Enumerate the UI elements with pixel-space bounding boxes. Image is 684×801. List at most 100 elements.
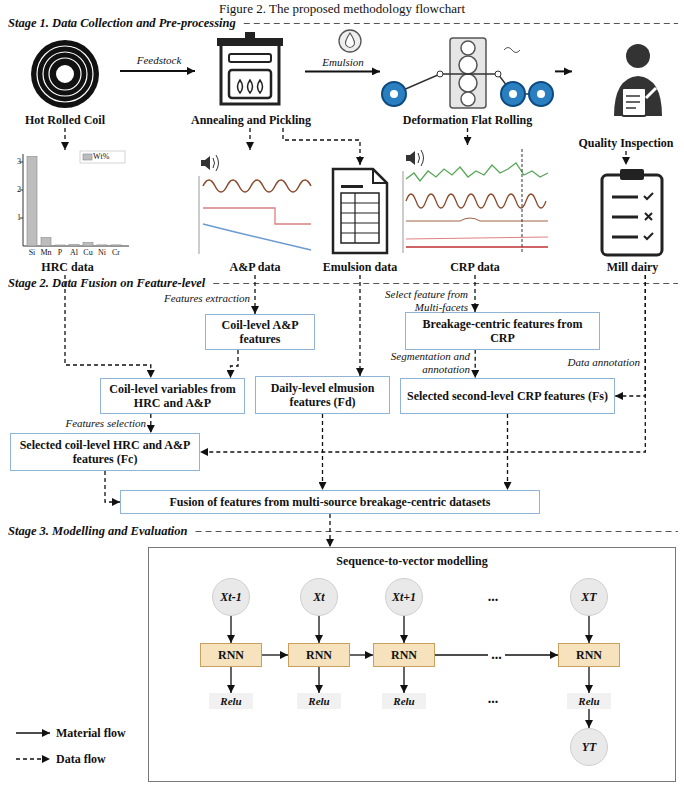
icon-stroke: [501, 82, 525, 106]
data-flow-arrow: [625, 151, 626, 165]
axis-label: 2: [11, 185, 21, 195]
icon-stroke: [614, 76, 662, 116]
icon-stroke: [55, 245, 65, 246]
edge-label: Feedstock: [124, 54, 194, 67]
stage-divider: [196, 531, 678, 532]
axis-label: Si: [25, 248, 39, 258]
node-caption: HRC data: [1, 259, 134, 275]
feature-box: Selected second-level CRP features (Fs): [400, 378, 615, 414]
data-flow-arrow: [329, 514, 330, 547]
process-icon: [400, 145, 550, 257]
stage-divider: [213, 283, 678, 284]
process-icon: [572, 36, 680, 133]
data-flow-arrow: [105, 471, 120, 502]
icon-stroke: [31, 40, 99, 108]
node-label: Relu: [220, 695, 241, 707]
material-flow-arrow: [403, 616, 404, 643]
icon-stroke: [97, 245, 107, 246]
input-circle: YT: [570, 728, 608, 766]
edge-label: Segmentation and annotation: [378, 350, 470, 375]
process-illustration: A&P data: [195, 150, 315, 275]
icon-stroke: [83, 154, 92, 160]
material-flow-arrow: [588, 616, 589, 643]
legend-sample: [16, 732, 50, 734]
icon-stroke: [41, 238, 51, 246]
ellipsis-mark: ...: [478, 692, 508, 706]
data-flow-arrow: [507, 414, 508, 490]
axis-label: Wt%: [93, 152, 109, 162]
node-label: Daily-level elmusion features (Fd): [261, 381, 384, 410]
icon-stroke: [80, 151, 125, 163]
data-flow-arrow: [283, 128, 360, 165]
icon-stroke: [461, 92, 475, 106]
icon-stroke: [111, 245, 121, 246]
icon-stroke: [341, 185, 363, 188]
icon-stroke: [461, 41, 475, 55]
icon-stroke: [203, 208, 311, 224]
process-illustration: Deformation Flat Rolling: [380, 36, 555, 128]
icon-stroke: [626, 44, 650, 68]
axis-label: Al: [67, 248, 81, 258]
edge-label: ...: [488, 649, 505, 662]
icon-stroke: [245, 32, 255, 38]
process-icon: [10, 36, 120, 110]
data-flow-arrow: [615, 275, 645, 396]
icon-stroke: [450, 38, 486, 108]
node-caption: CRP data: [396, 259, 554, 275]
material-flow-arrow: [555, 70, 572, 72]
process-illustration: Quality Inspection: [572, 36, 680, 151]
icon-stroke: [406, 218, 548, 221]
icon-stroke: [333, 169, 387, 253]
data-flow-arrow: [200, 275, 645, 452]
process-icon: [325, 165, 395, 257]
figure-title: Figure 2. The proposed methodology flowc…: [0, 1, 684, 17]
icon-stroke: [229, 54, 271, 62]
feature-box: Coil-level A&P features: [205, 314, 315, 350]
data-flow-arrow: [322, 414, 323, 490]
icon-stroke: [646, 88, 656, 98]
input-circle: Xt-1: [212, 578, 250, 616]
icon-stroke: [83, 243, 93, 246]
edge-label: Emulsion: [306, 56, 380, 69]
stage-heading: Stage 1. Data Collection and Pre-process…: [8, 16, 236, 31]
node-label: Breakage-centric features from CRP: [411, 317, 594, 346]
icon-stroke: [406, 246, 548, 248]
icon-stroke: [27, 156, 37, 246]
process-illustration: Emulsion data: [325, 165, 395, 275]
data-flow-arrow: [249, 128, 250, 150]
edge-label: Features extraction: [140, 292, 250, 305]
node-label: Xt: [313, 590, 324, 605]
input-circle: XT: [570, 578, 608, 616]
input-circle: Xt: [300, 578, 338, 616]
node-label: Selected second-level CRP features (Fs): [407, 389, 608, 403]
icon-stroke: [406, 194, 546, 208]
icon-stroke: [229, 70, 271, 98]
edge-label: Select feature from Multi-facets: [362, 288, 468, 313]
material-flow-arrow: [588, 709, 589, 728]
activation-box: Relu: [567, 693, 611, 709]
rnn-cell: RNN: [288, 643, 350, 667]
node-label: Xt-1: [220, 590, 241, 605]
icon-stroke: [403, 171, 404, 253]
rnn-cell: RNN: [373, 643, 435, 667]
icon-stroke: [213, 155, 219, 171]
node-label: Selected coil-level HRC and A&P features…: [16, 438, 194, 467]
icon-stroke: [341, 193, 379, 243]
data-flow-arrow: [254, 275, 255, 314]
node-label: YT: [582, 740, 597, 755]
icon-stroke: [459, 74, 477, 92]
axis-label: P: [53, 248, 67, 258]
legend-text: Material flow: [56, 726, 126, 741]
icon-stroke: [537, 90, 545, 98]
material-flow-arrow: [305, 70, 380, 72]
data-flow-arrow: [475, 350, 476, 378]
icon-stroke: [390, 90, 398, 98]
icon-stroke: [43, 52, 87, 96]
material-flow-arrow: [230, 616, 231, 643]
process-illustration: Annealing and Pickling: [195, 32, 305, 128]
icon-stroke: [509, 90, 517, 98]
feature-box: Selected coil-level HRC and A&P features…: [10, 433, 200, 471]
process-icon: [380, 36, 555, 110]
icon-stroke: [504, 48, 520, 53]
icon-stroke: [201, 156, 210, 170]
